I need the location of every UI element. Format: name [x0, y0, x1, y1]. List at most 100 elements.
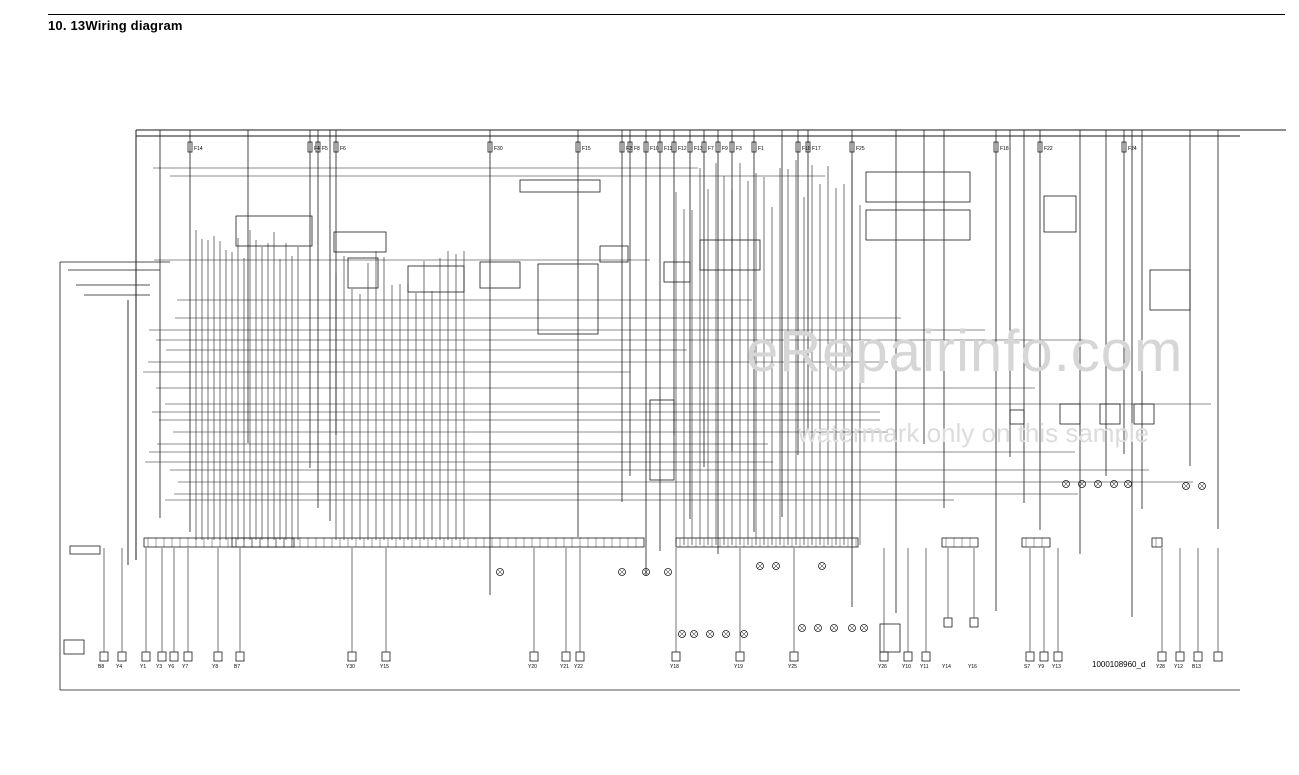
- fuse-symbol: [795, 141, 801, 153]
- lamp-symbol: [814, 624, 822, 632]
- module-box: [1099, 403, 1121, 425]
- fuse-label: F30: [494, 146, 503, 152]
- connector-strip: [675, 537, 859, 548]
- fuse-label: F4: [314, 146, 320, 152]
- terminal-label: Y19: [734, 664, 743, 670]
- lamp-symbol: [740, 630, 748, 638]
- terminal-block: [575, 651, 585, 662]
- fuse-symbol: [1121, 141, 1127, 153]
- terminal-label: Y22: [574, 664, 583, 670]
- wire: [819, 563, 825, 569]
- module-box: [865, 171, 971, 203]
- lamp-symbol: [722, 630, 730, 638]
- terminal-label: Y13: [1052, 664, 1061, 670]
- components: [63, 141, 1223, 662]
- terminal-block: [903, 651, 913, 662]
- terminal-block: [1175, 651, 1185, 662]
- terminal-label: Y30: [346, 664, 355, 670]
- module-box: [1133, 403, 1155, 425]
- wire: [773, 563, 779, 569]
- fuse-label: F17: [812, 146, 821, 152]
- fuse-symbol: [657, 141, 663, 153]
- terminal-label: Y16: [968, 664, 977, 670]
- fuse-symbol: [993, 141, 999, 153]
- fuse-symbol: [575, 141, 581, 153]
- terminal-block: [169, 651, 179, 662]
- fuse-symbol: [1037, 141, 1043, 153]
- wire: [665, 569, 671, 575]
- module-box: [1043, 195, 1077, 233]
- lamp-symbol: [818, 562, 826, 570]
- module-box: [333, 231, 387, 253]
- page-header: 10. 13Wiring diagram: [48, 14, 1285, 42]
- terminal-block: [183, 651, 193, 662]
- wire: [1111, 481, 1117, 487]
- wire: [1079, 481, 1085, 487]
- fuse-label: F8: [634, 146, 640, 152]
- terminal-block: [381, 651, 391, 662]
- wire: [849, 625, 855, 631]
- terminal-label: Y12: [1174, 664, 1183, 670]
- module-box: [865, 209, 971, 241]
- terminal-label: Y1: [140, 664, 146, 670]
- terminal-block: [235, 651, 245, 662]
- terminal-block: [879, 651, 889, 662]
- lamp-symbol: [1078, 480, 1086, 488]
- watermark-main: eRepairinfo.com: [746, 319, 1184, 384]
- terminal-block: [347, 651, 357, 662]
- fuse-label: F15: [582, 146, 591, 152]
- terminal-label: Y6: [168, 664, 174, 670]
- wire: [861, 625, 867, 631]
- terminal-label: B13: [1192, 664, 1201, 670]
- terminal-label: Y10: [902, 664, 911, 670]
- fuse-label: F24: [1128, 146, 1137, 152]
- watermark-sub: watermark only on this sample: [798, 418, 1150, 448]
- wire: [1095, 481, 1101, 487]
- lamp-symbol: [678, 630, 686, 638]
- wire: [741, 631, 747, 637]
- terminal-label: Y8: [212, 664, 218, 670]
- lamp-symbol: [1124, 480, 1132, 488]
- module-box: [537, 263, 599, 335]
- connector-strip: [941, 537, 979, 548]
- terminal-label: Y3: [156, 664, 162, 670]
- wire: [643, 569, 649, 575]
- module-box: [649, 399, 675, 481]
- terminal-block: [671, 651, 681, 662]
- wire: [831, 625, 837, 631]
- terminal-label: Y20: [528, 664, 537, 670]
- terminal-label: Y14: [942, 664, 951, 670]
- fuse-symbol: [671, 141, 677, 153]
- fuse-symbol: [307, 141, 313, 153]
- wire: [1199, 483, 1205, 489]
- lamp-symbol: [860, 624, 868, 632]
- terminal-label: Y7: [182, 664, 188, 670]
- module-box: [663, 261, 691, 283]
- fuse-label: F18: [1000, 146, 1009, 152]
- terminal-block: [529, 651, 539, 662]
- module-box: [235, 215, 313, 247]
- lamp-symbol: [830, 624, 838, 632]
- terminal-block: [1039, 651, 1049, 662]
- terminal-block: [141, 651, 151, 662]
- fuse-label: F13: [694, 146, 703, 152]
- wire: [1125, 481, 1131, 487]
- fuse-symbol: [715, 141, 721, 153]
- wire: [1183, 483, 1189, 489]
- lamp-symbol: [664, 568, 672, 576]
- lamp-symbol: [496, 568, 504, 576]
- module-box: [599, 245, 629, 263]
- fuse-label: F5: [322, 146, 328, 152]
- fuse-symbol: [701, 141, 707, 153]
- module-box: [63, 639, 85, 655]
- terminal-label: Y28: [1156, 664, 1165, 670]
- fuse-label: F16: [802, 146, 811, 152]
- fuse-symbol: [627, 141, 633, 153]
- fuse-label: F10: [650, 146, 659, 152]
- wire: [679, 631, 685, 637]
- fuse-label: F6: [340, 146, 346, 152]
- terminal-block: [1193, 651, 1203, 662]
- lamp-symbol: [642, 568, 650, 576]
